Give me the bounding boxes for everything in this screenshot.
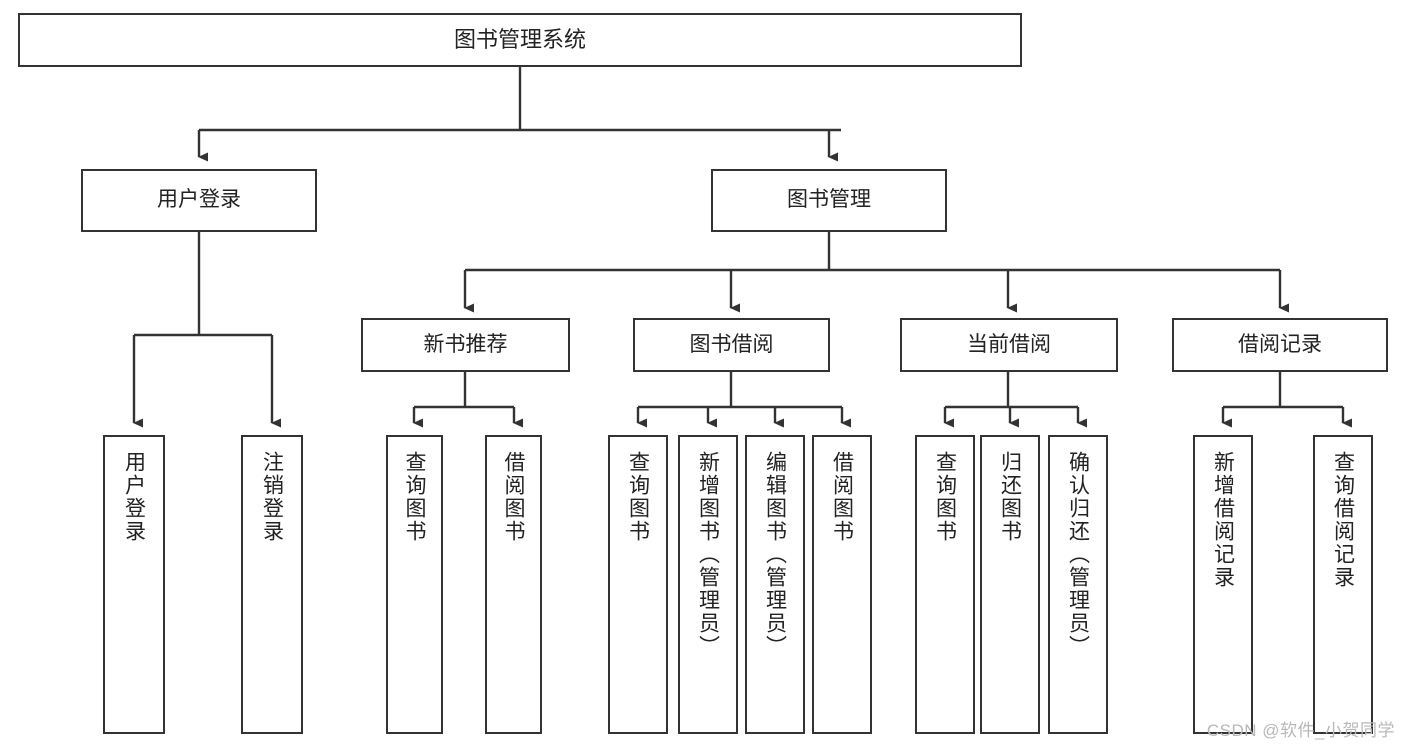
node-label: 查询图书 xyxy=(403,451,426,543)
node-label: 查询借阅记录 xyxy=(1331,451,1355,589)
node-new-book-recommendation[interactable]: 新书推荐 xyxy=(361,318,570,372)
leaf-add-book-admin[interactable]: 新增图书（管理员） xyxy=(678,435,738,734)
leaf-query-borrow-record[interactable]: 查询借阅记录 xyxy=(1313,435,1373,734)
node-label: 用户登录 xyxy=(157,188,241,212)
node-label: 查询图书 xyxy=(933,451,957,543)
node-borrowing-record[interactable]: 借阅记录 xyxy=(1172,318,1388,372)
node-label: 用户登录 xyxy=(122,451,146,543)
leaf-confirm-return-admin[interactable]: 确认归还（管理员） xyxy=(1048,435,1108,734)
leaf-borrow-books-recommend[interactable]: 借阅图书 xyxy=(485,435,542,734)
node-label: 借阅图书 xyxy=(830,451,854,543)
node-label: 查询图书 xyxy=(626,451,650,543)
node-label: 注销登录 xyxy=(260,451,284,543)
node-book-management[interactable]: 图书管理 xyxy=(711,169,947,232)
node-label: 新书推荐 xyxy=(423,332,508,356)
leaf-user-login[interactable]: 用户登录 xyxy=(103,435,165,734)
leaf-query-books-borrow[interactable]: 查询图书 xyxy=(608,435,668,734)
node-book-borrowing[interactable]: 图书借阅 xyxy=(633,318,830,372)
node-user-login[interactable]: 用户登录 xyxy=(81,169,317,232)
leaf-borrow-books[interactable]: 借阅图书 xyxy=(812,435,872,734)
node-label: 借阅记录 xyxy=(1238,332,1322,356)
leaf-query-books-current[interactable]: 查询图书 xyxy=(915,435,975,734)
node-label: 新增图书（管理员） xyxy=(696,451,720,658)
node-label: 新增借阅记录 xyxy=(1211,451,1235,589)
leaf-return-books[interactable]: 归还图书 xyxy=(980,435,1040,734)
node-label: 借阅图书 xyxy=(502,451,525,543)
node-label: 图书管理 xyxy=(787,188,871,212)
node-label: 确认归还（管理员） xyxy=(1066,451,1090,658)
node-label: 图书管理系统 xyxy=(453,27,586,53)
node-label: 编辑图书（管理员） xyxy=(763,451,787,658)
leaf-query-books-recommend[interactable]: 查询图书 xyxy=(386,435,443,734)
node-label: 图书借阅 xyxy=(689,332,774,356)
node-label: 当前借阅 xyxy=(967,332,1051,356)
node-root-library-management-system[interactable]: 图书管理系统 xyxy=(18,13,1022,67)
leaf-logout[interactable]: 注销登录 xyxy=(241,435,303,734)
node-label: 归还图书 xyxy=(998,451,1022,543)
node-current-borrowing[interactable]: 当前借阅 xyxy=(900,318,1118,372)
leaf-add-borrow-record[interactable]: 新增借阅记录 xyxy=(1193,435,1253,734)
leaf-edit-book-admin[interactable]: 编辑图书（管理员） xyxy=(745,435,805,734)
